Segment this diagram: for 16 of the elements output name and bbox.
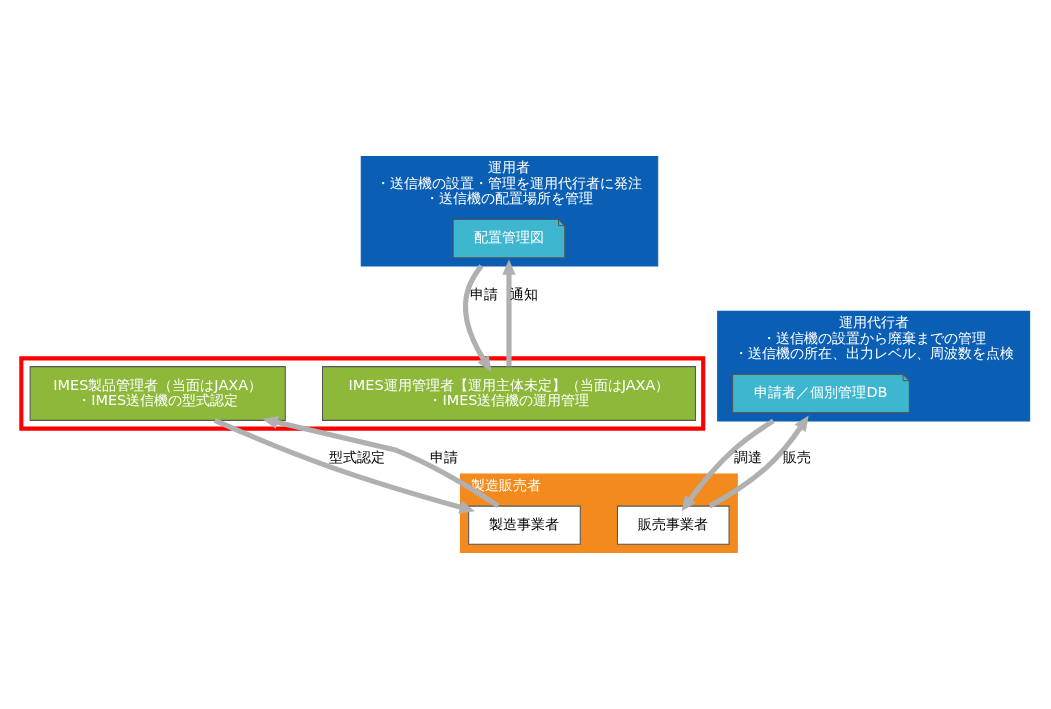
node-box: IMES製品管理者（当面はJAXA） ・IMES送信機の型式認定 <box>29 366 286 421</box>
edge-label: 申請 <box>469 286 498 303</box>
edge-label: 申請 <box>430 448 459 465</box>
arrow <box>462 264 492 372</box>
arrow <box>262 415 500 509</box>
edge-label: 調達 <box>734 448 763 465</box>
arrow <box>502 259 516 367</box>
arrow <box>213 418 475 514</box>
arrow <box>681 418 775 512</box>
node-box: IMES運用管理者【運用主体未定】（当面はJAXA） ・IMES送信機の運用管理 <box>321 366 696 421</box>
node-box: 製造事業者 <box>468 505 581 545</box>
arrow <box>708 415 809 509</box>
edge-label: 販売 <box>782 448 811 465</box>
edge-label: 通知 <box>509 286 538 303</box>
node-box: 販売事業者 <box>616 505 730 545</box>
edge-label: 型式認定 <box>329 448 386 465</box>
